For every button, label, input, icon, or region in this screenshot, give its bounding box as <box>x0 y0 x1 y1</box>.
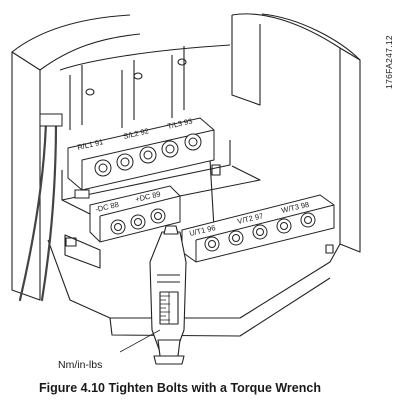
terminal-screw <box>94 159 112 177</box>
figure-code: 176FA247.12 <box>384 35 394 89</box>
terminal-screw <box>300 212 316 228</box>
dc-terminal-block <box>89 185 181 243</box>
terminal-screw <box>110 219 126 235</box>
terminal-screw <box>130 214 146 230</box>
terminal-screw <box>150 208 166 224</box>
terminal-screw <box>204 236 220 252</box>
mains-terminal-block <box>67 117 215 199</box>
terminal-screw <box>276 218 292 234</box>
terminal-screw <box>228 230 244 246</box>
terminal-screw <box>116 153 134 171</box>
terminal-screw <box>252 224 268 240</box>
torque-unit-label: Nm/in-lbs <box>58 359 102 371</box>
drive-enclosure <box>11 13 361 337</box>
torque-unit-callout: Nm/in-lbs <box>58 329 161 371</box>
terminal-screw <box>139 146 157 164</box>
torque-wrench-icon <box>149 225 187 365</box>
terminal-screw <box>184 133 202 151</box>
cables <box>18 113 63 302</box>
terminal-screw <box>161 140 179 158</box>
figure-caption: Figure 4.10 Tighten Bolts with a Torque … <box>39 381 321 395</box>
wrench-scale <box>160 292 170 324</box>
